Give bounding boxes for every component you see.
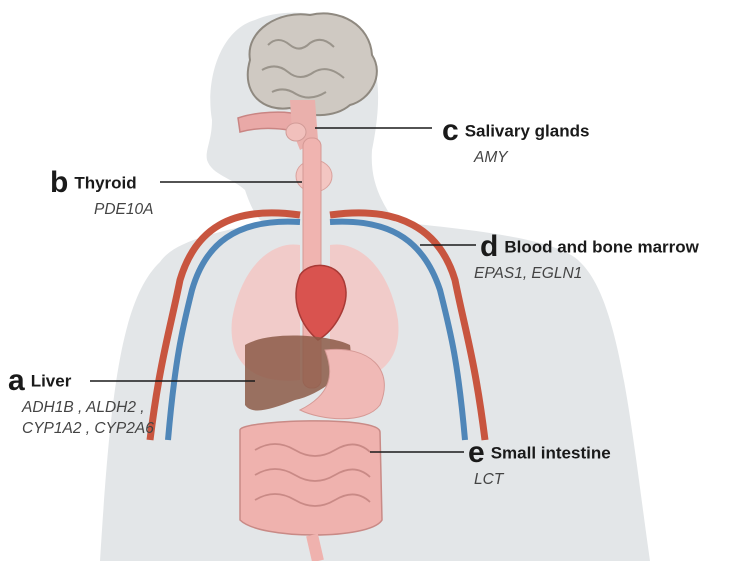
genes-liver-line1: ADH1B , ALDH2 , (22, 398, 154, 419)
label-letter-e: e (468, 436, 485, 469)
rectum (312, 535, 318, 561)
salivary-gland (286, 123, 306, 141)
organ-name-salivary-glands: Salivary glands (465, 122, 590, 141)
genes-liver-line2: CYP1A2 , CYP2A6 (22, 419, 154, 440)
label-liver: a Liver ADH1B , ALDH2 , CYP1A2 , CYP2A6 (8, 366, 154, 440)
label-small-intestine: e Small intestine LCT (468, 438, 611, 491)
organ-name-liver: Liver (31, 372, 72, 391)
genes-salivary-glands: AMY (474, 148, 589, 169)
label-thyroid: b Thyroid PDE10A (50, 168, 153, 221)
genes-blood-bone-marrow: EPAS1, EGLN1 (474, 264, 699, 285)
label-salivary-glands: c Salivary glands AMY (442, 116, 589, 169)
label-letter-c: c (442, 114, 459, 147)
label-letter-a: a (8, 364, 25, 397)
organ-name-small-intestine: Small intestine (491, 444, 611, 463)
small-intestine (240, 421, 382, 535)
label-letter-d: d (480, 230, 498, 263)
organ-name-blood-bone-marrow: Blood and bone marrow (504, 238, 699, 257)
brain (248, 13, 377, 115)
label-letter-b: b (50, 166, 68, 199)
genes-thyroid: PDE10A (94, 200, 153, 221)
genes-small-intestine: LCT (474, 470, 611, 491)
organ-name-thyroid: Thyroid (74, 174, 136, 193)
